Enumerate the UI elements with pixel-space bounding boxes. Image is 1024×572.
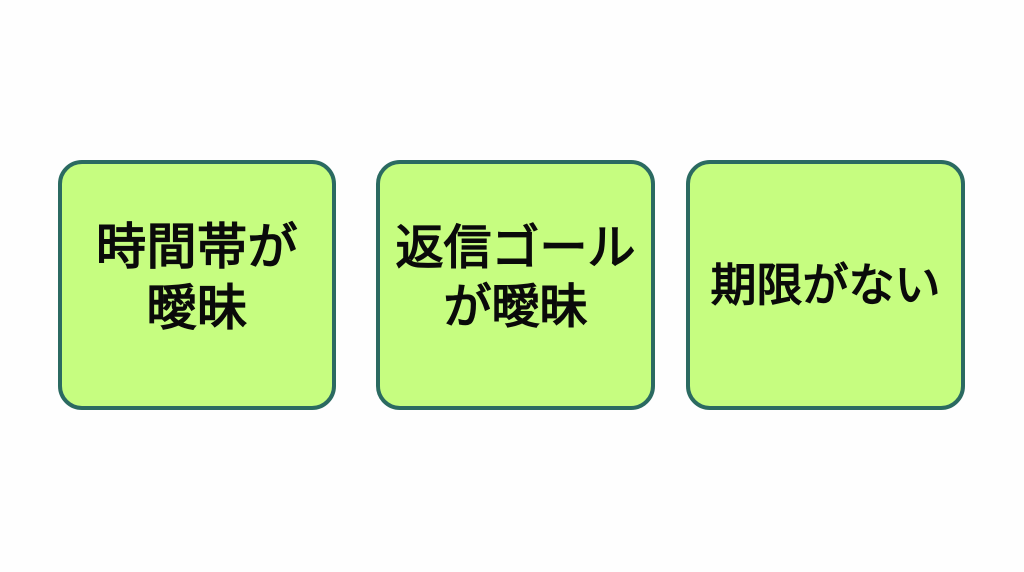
concept-box-2[interactable]: 返信ゴール が曖昧 xyxy=(376,160,655,410)
concept-box-3[interactable]: 期限がない xyxy=(686,160,965,410)
concept-box-3-label: 期限がない xyxy=(710,257,941,312)
concept-box-1-label: 時間帯が 曖昧 xyxy=(96,218,298,337)
concept-box-2-label: 返信ゴール が曖昧 xyxy=(395,220,636,335)
concept-box-1[interactable]: 時間帯が 曖昧 xyxy=(58,160,336,410)
